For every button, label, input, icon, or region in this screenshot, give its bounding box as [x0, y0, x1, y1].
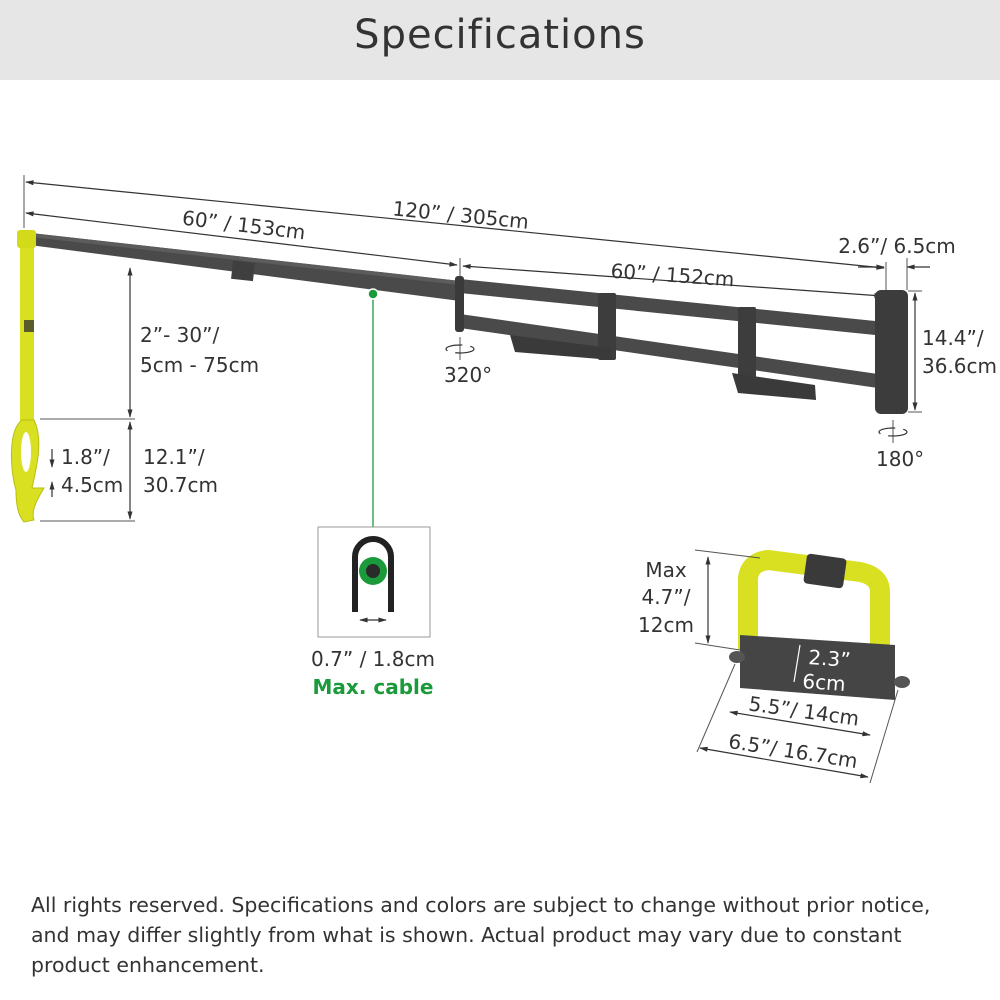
cable-core: [366, 564, 380, 578]
tray-depth-line: [793, 644, 801, 683]
tray-inner-width-dimension-line: [729, 710, 871, 737]
strap-buckle: [24, 320, 34, 332]
hook-drop-line1: 2”- 30”/: [140, 323, 219, 347]
total-length-label: 120” / 305cm: [392, 196, 530, 233]
tray-tab: [894, 676, 910, 688]
tray-depth-line1: 2.3”: [808, 645, 852, 672]
extension-line: [696, 663, 736, 753]
tray-base: [740, 635, 895, 700]
tray-max-height-line1: Max: [645, 558, 687, 582]
second-arm-dimension-line: [462, 264, 883, 298]
hook-drop-line2: 5cm - 75cm: [140, 353, 259, 377]
hook-length-line1: 12.1”/: [143, 445, 205, 469]
vertical-bracket: [598, 293, 616, 360]
disclaimer-text: All rights reserved. Specifications and …: [31, 893, 931, 977]
extension-line: [694, 642, 741, 651]
second-arm-length-label: 60” / 152cm: [610, 259, 735, 292]
wall-plate-width-label: 2.6”/ 6.5cm: [838, 234, 956, 258]
first-arm-highlight: [22, 232, 460, 285]
tray-outer-width-label: 6.5”/ 16.7cm: [727, 729, 859, 773]
cable-callout-dot: [367, 288, 379, 300]
max-cable-label: Max. cable: [313, 675, 434, 699]
tray-max-height-line2: 4.7”/: [642, 585, 691, 609]
elbow-rotation-label: 320°: [444, 363, 492, 387]
extension-line: [694, 549, 761, 559]
strap-buckle: [803, 553, 847, 589]
hook-opening-line2: 4.5cm: [61, 473, 123, 497]
page-title: Specifications: [354, 12, 646, 58]
mount-tray: [732, 373, 816, 400]
lower-rail: [460, 314, 885, 389]
rotation-320-icon: [445, 337, 475, 360]
hook-hole: [21, 432, 31, 472]
upper-rail: [460, 279, 885, 336]
first-arm-dimension-line: [25, 211, 458, 267]
hook-length-line2: 30.7cm: [143, 473, 218, 497]
tray-max-height-line3: 12cm: [638, 613, 694, 637]
hook-opening-line1: 1.8”/: [61, 445, 110, 469]
wall-plate-height-line2: 36.6cm: [922, 354, 997, 378]
extension-line: [869, 689, 899, 784]
wall-plate: [875, 290, 908, 414]
wall-plate-height-line1: 14.4”/: [922, 326, 984, 350]
mount-tray: [510, 335, 612, 360]
rotation-180-icon: [878, 420, 908, 443]
cable-size-label: 0.7” / 1.8cm: [311, 647, 435, 671]
vertical-bracket: [738, 307, 756, 379]
header-band: Specifications: [0, 0, 1000, 80]
first-arm-length-label: 60” / 153cm: [181, 206, 307, 245]
tray-inner-width-label: 5.5”/ 14cm: [747, 691, 860, 730]
strap-clamp: [17, 230, 36, 248]
tray-outer-width-dimension-line: [699, 746, 869, 779]
hook-body: [10, 419, 45, 523]
tray-tab: [729, 651, 745, 663]
wall-rotation-label: 180°: [876, 447, 924, 471]
arm-joint: [231, 260, 255, 282]
elbow-pivot: [455, 276, 464, 332]
tray-depth-line2: 6cm: [802, 669, 847, 696]
cable-channel: [352, 536, 394, 612]
